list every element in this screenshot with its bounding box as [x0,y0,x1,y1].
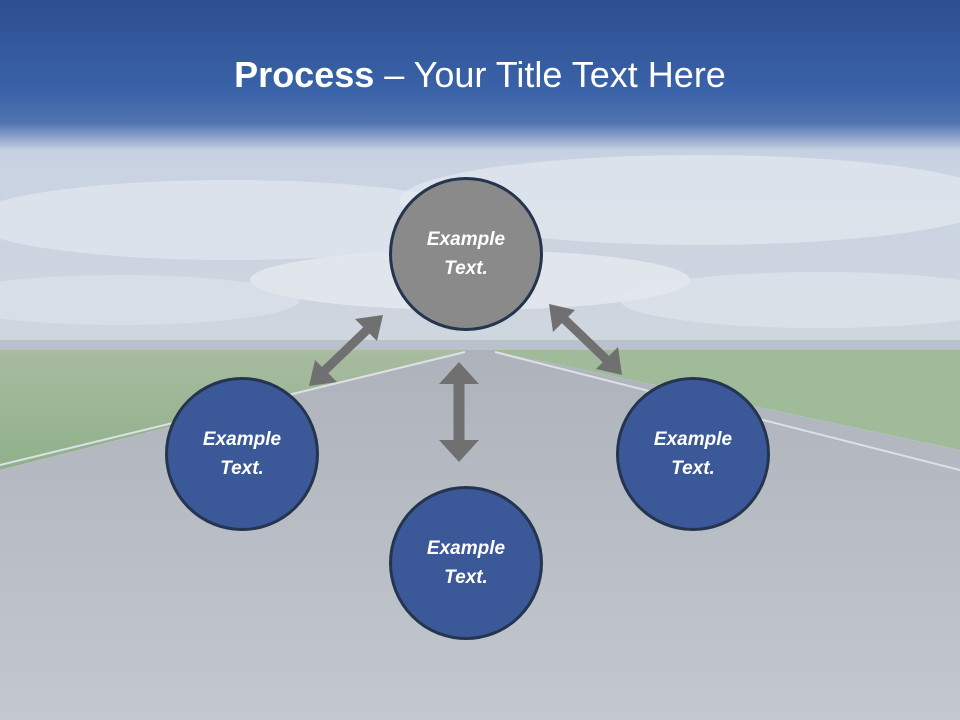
process-node-top-label: Example Text. [426,229,506,279]
process-node-bottom-label: Example Text. [426,538,506,588]
process-node-left-label: Example Text. [202,429,282,479]
title-bar [0,0,960,150]
slide-title: Process – Your Title Text Here [0,52,960,98]
process-node-right-label: Example Text. [653,429,733,479]
process-node-bottom: Example Text. [389,486,543,640]
process-node-left: Example Text. [165,377,319,531]
slide-title-bold: Process [234,54,375,95]
process-node-top: Example Text. [389,177,543,331]
process-node-right: Example Text. [616,377,770,531]
slide-title-rest: – Your Title Text Here [374,54,726,95]
